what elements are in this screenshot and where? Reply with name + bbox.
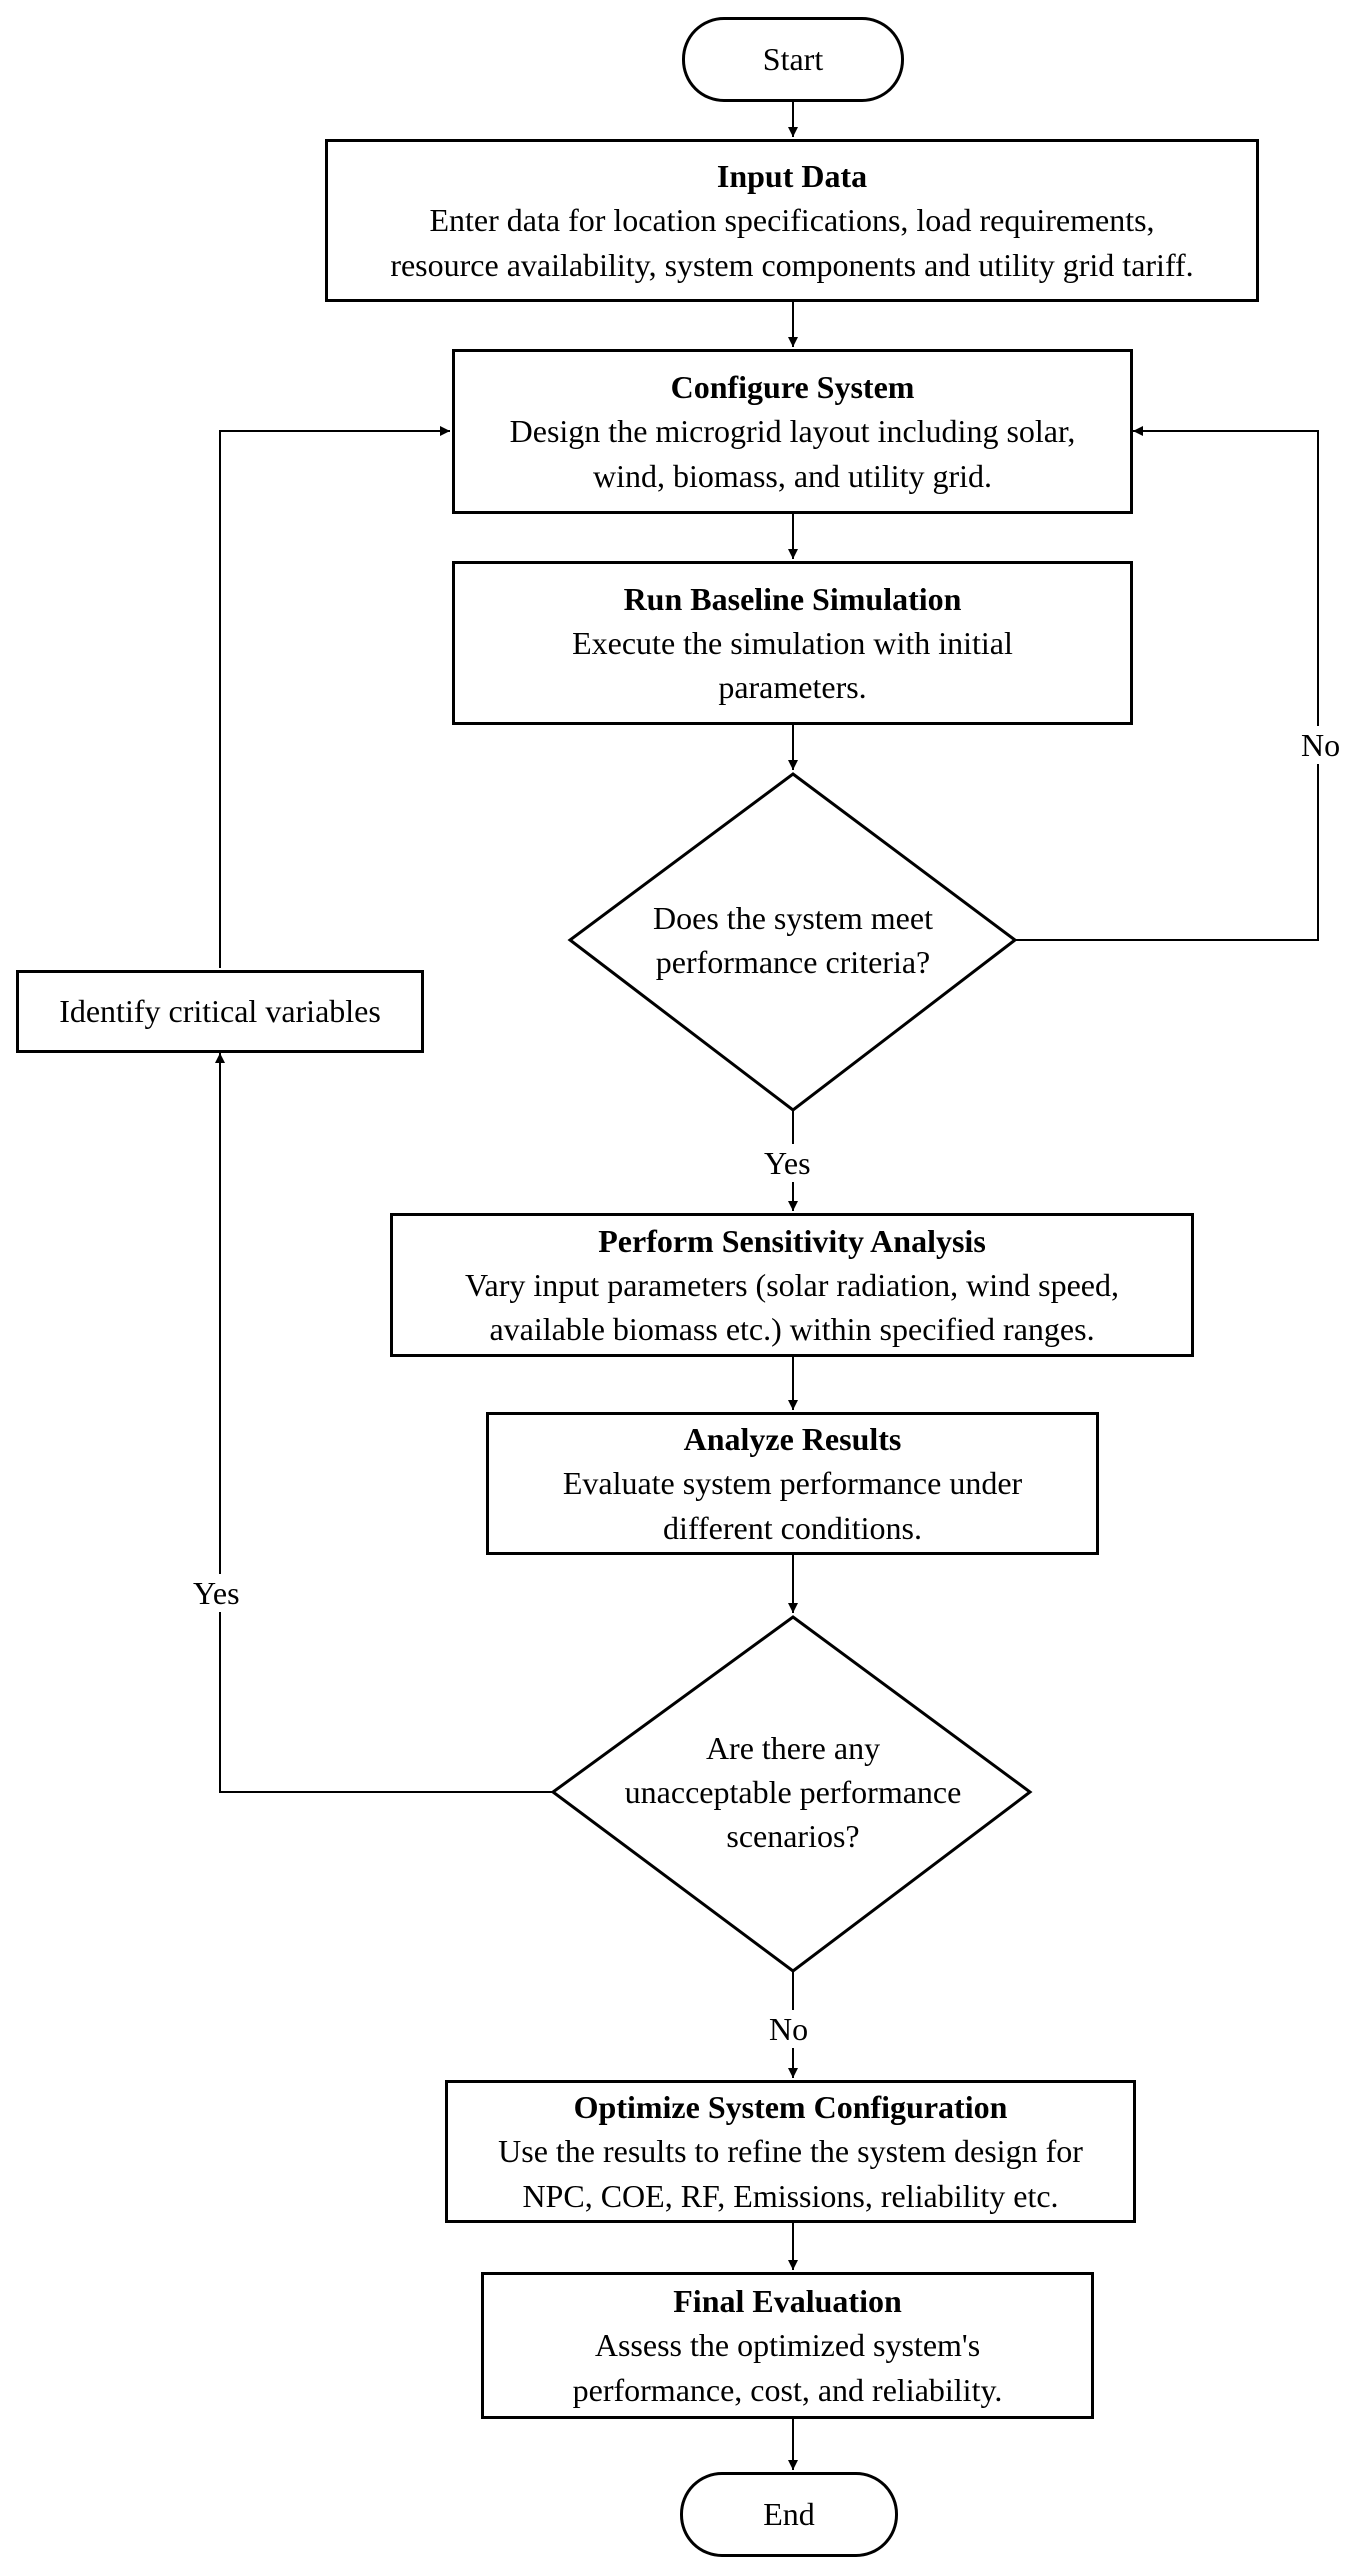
sensitivity-analysis-box: Perform Sensitivity Analysis Vary input … xyxy=(390,1213,1194,1357)
end-terminal: End xyxy=(680,2472,898,2557)
configure-system-box: Configure System Design the microgrid la… xyxy=(452,349,1133,514)
configure-system-line-2: wind, biomass, and utility grid. xyxy=(592,457,993,494)
final-evaluation-line-2: performance, cost, and reliability. xyxy=(572,2371,1003,2408)
sensitivity-analysis-line-2: available biomass etc.) within specified… xyxy=(489,1311,1095,1348)
criteria-no-label: No xyxy=(1298,726,1344,765)
end-label: End xyxy=(763,2496,815,2532)
final-evaluation-title: Final Evaluation xyxy=(673,2283,902,2320)
scenarios-question-line-1: Are there any xyxy=(705,1729,881,1766)
analyze-results-line-2: different conditions. xyxy=(663,1509,922,1546)
arrow-scenarios-yes xyxy=(215,1053,553,1793)
analyze-results-title: Analyze Results xyxy=(683,1421,902,1458)
input-data-line-1: Enter data for location specifications, … xyxy=(429,202,1155,239)
identify-critical-variables-box: Identify critical variables xyxy=(16,970,424,1053)
optimize-configuration-line-1: Use the results to refine the system des… xyxy=(498,2133,1083,2170)
arrow-criteria-no-loop xyxy=(1015,426,1319,941)
sensitivity-analysis-title: Perform Sensitivity Analysis xyxy=(598,1222,986,1259)
scenarios-yes-label: Yes xyxy=(190,1574,243,1613)
decision-criteria-diamond xyxy=(567,772,1018,1112)
analyze-results-line-1: Evaluate system performance under xyxy=(562,1465,1023,1502)
identify-critical-variables-label: Identify critical variables xyxy=(59,993,381,1030)
scenarios-no-label: No xyxy=(766,2010,812,2049)
configure-system-line-1: Design the microgrid layout including so… xyxy=(509,413,1076,450)
baseline-simulation-line-2: parameters. xyxy=(718,669,867,706)
input-data-line-2: resource availability, system components… xyxy=(390,246,1194,283)
analyze-results-box: Analyze Results Evaluate system performa… xyxy=(486,1412,1099,1555)
start-label: Start xyxy=(762,41,824,77)
criteria-question: Does the system meet performance criteri… xyxy=(600,885,986,995)
final-evaluation-box: Final Evaluation Assess the optimized sy… xyxy=(481,2272,1094,2419)
scenarios-question-line-3: scenarios? xyxy=(726,1818,860,1855)
criteria-question-line-2: performance criteria? xyxy=(655,944,931,980)
optimize-configuration-box: Optimize System Configuration Use the re… xyxy=(445,2080,1136,2223)
sensitivity-analysis-line-1: Vary input parameters (solar radiation, … xyxy=(464,1266,1119,1303)
baseline-simulation-title: Run Baseline Simulation xyxy=(623,580,962,617)
input-data-box: Input Data Enter data for location speci… xyxy=(325,139,1259,302)
arrow-critical-to-configure xyxy=(219,426,450,968)
input-data-title: Input Data xyxy=(716,158,868,195)
baseline-simulation-box: Run Baseline Simulation Execute the simu… xyxy=(452,561,1133,725)
criteria-yes-label: Yes xyxy=(761,1144,814,1183)
start-terminal: Start xyxy=(682,17,904,102)
scenarios-question-line-2: unacceptable performance xyxy=(624,1773,962,1810)
criteria-question-line-1: Does the system meet xyxy=(653,899,933,936)
final-evaluation-line-1: Assess the optimized system's xyxy=(594,2327,981,2364)
decision-scenarios-diamond xyxy=(550,1615,1033,1973)
scenarios-question: Are there any unacceptable performance s… xyxy=(580,1715,1006,1869)
configure-system-title: Configure System xyxy=(670,369,915,406)
optimize-configuration-title: Optimize System Configuration xyxy=(573,2089,1008,2126)
baseline-simulation-line-1: Execute the simulation with initial xyxy=(572,624,1013,661)
optimize-configuration-line-2: NPC, COE, RF, Emissions, reliability etc… xyxy=(522,2177,1059,2214)
